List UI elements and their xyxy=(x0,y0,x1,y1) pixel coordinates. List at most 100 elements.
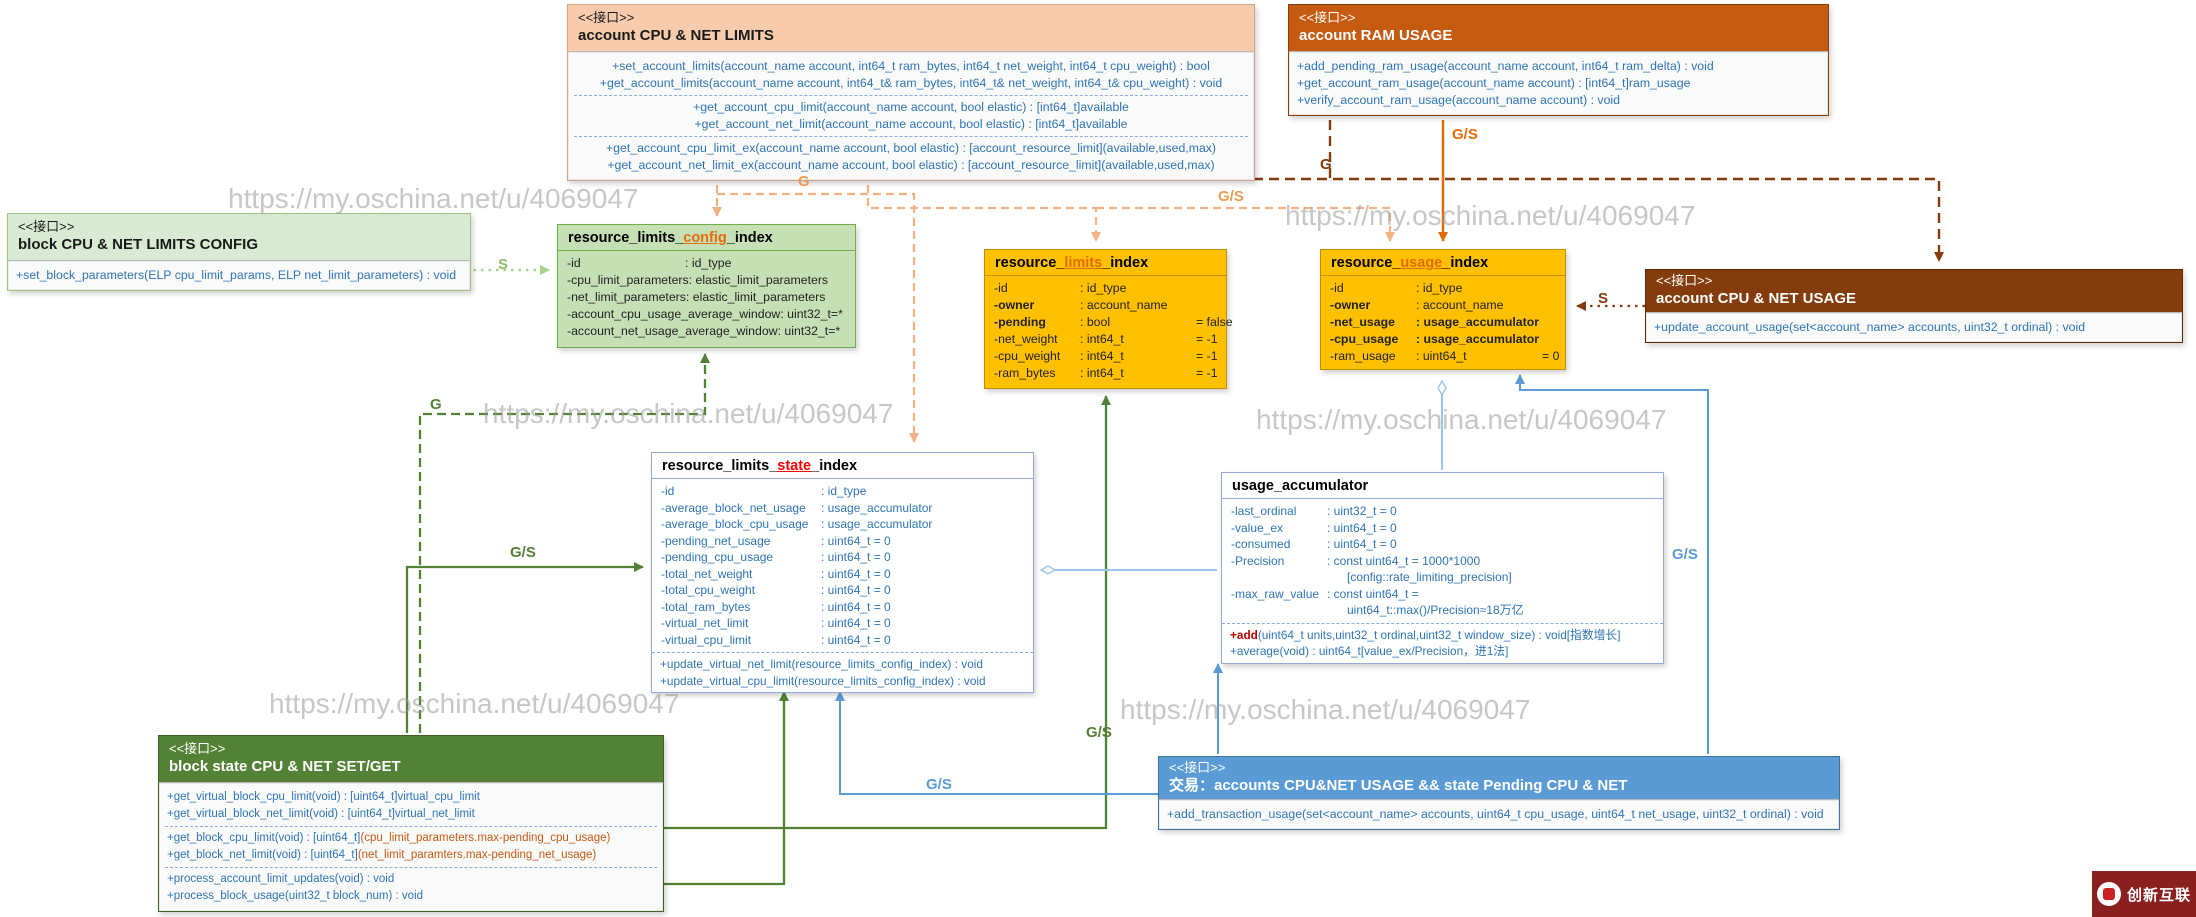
class-title: resource_limits_state_index xyxy=(652,453,1033,479)
field: -average_block_cpu_usage: usage_accumula… xyxy=(661,517,933,531)
connector-to-acct-usage-if xyxy=(917,177,1944,262)
method: +verify_account_ram_usage(account_name a… xyxy=(1297,93,1620,107)
method: +get_block_cpu_limit(void) : [uint64_t](… xyxy=(167,832,611,844)
field: -total_net_weight: uint64_t = 0 xyxy=(661,566,891,581)
connector-label-gs: G/S xyxy=(1218,188,1244,205)
method: +get_account_cpu_limit_ex(account_name a… xyxy=(605,141,1217,155)
class-resource-limits-config-index: resource_limits_config_index -id: id_typ… xyxy=(557,224,856,348)
method-group: +process_account_limit_updates(void) : v… xyxy=(165,867,657,908)
method: +set_block_parameters(ELP cpu_limit_para… xyxy=(16,268,457,282)
method: +get_virtual_block_net_limit(void) : [ui… xyxy=(167,808,475,820)
connector-limits-if-to-state-index xyxy=(717,192,919,443)
method-list: +add(uint64_t units,uint32_t ordinal,uin… xyxy=(1222,622,1663,663)
field: -last_ordinal: uint32_t = 0 xyxy=(1231,504,1397,518)
stereotype-label: <<接口>> xyxy=(578,10,635,25)
interface-title: account RAM USAGE xyxy=(1299,27,1453,44)
field: -account_cpu_usage_average_window: uint3… xyxy=(567,307,843,321)
field: -Precision: const uint64_t = 1000*1000 xyxy=(1231,553,1481,568)
connector-label-g: G xyxy=(798,173,810,190)
field: -id: id_type xyxy=(1330,281,1463,295)
method: +get_account_net_limit(account_name acco… xyxy=(694,117,1128,131)
connector-label-gs: G/S xyxy=(1452,126,1478,143)
stereotype-label: <<接口>> xyxy=(1656,273,1713,288)
connector-label-gs: G/S xyxy=(1672,546,1698,563)
method: +set_account_limits(account_name account… xyxy=(612,59,1210,73)
method: +get_account_cpu_limit(account_name acco… xyxy=(693,100,1129,114)
method: +get_account_ram_usage(account_name acco… xyxy=(1297,76,1691,90)
field: -consumed: uint64_t = 0 xyxy=(1231,537,1397,551)
method-list: +update_virtual_net_limit(resource_limit… xyxy=(652,652,1033,692)
method: +update_virtual_net_limit(resource_limit… xyxy=(660,657,983,671)
method: +update_account_usage(set<account_name> … xyxy=(1654,320,2086,334)
class-title: resource_limits_index xyxy=(985,250,1226,276)
field: -net_weight: int64_t= -1 xyxy=(994,332,1218,346)
connector-block-state-to-state-index-bottom xyxy=(662,691,789,886)
connector-block-state-to-state-index-left xyxy=(405,562,644,733)
method-group: +set_block_parameters(ELP cpu_limit_para… xyxy=(14,264,464,287)
field: -id: id_type xyxy=(661,484,867,498)
method: +add_transaction_usage(set<account_name>… xyxy=(1167,807,1824,821)
interface-header: <<接口>> account CPU & NET USAGE xyxy=(1646,270,2182,312)
method: +get_account_limits(account_name account… xyxy=(599,76,1223,90)
method-list: +add_pending_ram_usage(account_name acco… xyxy=(1289,51,1828,115)
method-group: +add_transaction_usage(set<account_name>… xyxy=(1165,803,1833,826)
stereotype-label: <<接口>> xyxy=(169,741,226,756)
field: [config::rate_limiting_precision] xyxy=(1327,570,1512,584)
class-title: resource_usage_index xyxy=(1321,250,1565,276)
method-group: +set_account_limits(account_name account… xyxy=(574,55,1248,95)
field: -cpu_limit_parameters: elastic_limit_par… xyxy=(567,273,829,287)
interface-title: account CPU & NET USAGE xyxy=(1656,290,1857,307)
method-group: +get_block_cpu_limit(void) : [uint64_t](… xyxy=(165,826,657,867)
field: -owner: account_name xyxy=(1330,298,1504,312)
class-title-suf: _index xyxy=(811,458,858,474)
class-title-highlight: state xyxy=(777,458,812,474)
method: +get_account_net_limit_ex(account_name a… xyxy=(607,158,1215,172)
class-title: usage_accumulator xyxy=(1222,473,1663,499)
interface-title: 交易：accounts CPU&NET USAGE && state Pendi… xyxy=(1169,777,1628,794)
connector-label-s: S xyxy=(1598,290,1609,307)
interface-account-cpu-net-limits: <<接口>> account CPU & NET LIMITS +set_acc… xyxy=(567,4,1255,181)
method-group: +add_pending_ram_usage(account_name acco… xyxy=(1295,55,1822,112)
field-list: -id: id_type -average_block_net_usage: u… xyxy=(652,479,1033,652)
field: -max_raw_value: const uint64_t = xyxy=(1231,586,1419,601)
vendor-logo-icon xyxy=(2096,882,2121,906)
stereotype-label: <<接口>> xyxy=(1299,10,1356,25)
connector-block-state-to-limits-index xyxy=(662,395,1111,830)
field-list: -id: id_type -owner: account_name -net_u… xyxy=(1321,276,1565,369)
class-title-pre: resource_limits_ xyxy=(662,458,778,474)
field: -average_block_net_usage: usage_accumula… xyxy=(661,500,933,515)
stereotype-label: <<接口>> xyxy=(18,219,75,234)
field: -pending_cpu_usage: uint64_t = 0 xyxy=(661,550,891,564)
class-resource-usage-index: resource_usage_index -id: id_type -owner… xyxy=(1320,249,1566,370)
field: -virtual_cpu_limit: uint64_t = 0 xyxy=(661,632,891,647)
field: -owner: account_name xyxy=(994,298,1168,312)
class-resource-limits-state-index: resource_limits_state_index -id: id_type… xyxy=(651,452,1034,693)
vendor-logo-text: 创新互联 xyxy=(2126,886,2191,904)
field: -cpu_weight: int64_t= -1 xyxy=(994,349,1218,363)
interface-title: account CPU & NET LIMITS xyxy=(578,27,774,44)
method: +process_account_limit_updates(void) : v… xyxy=(167,873,395,885)
stereotype-label: <<接口>> xyxy=(1169,760,1226,775)
interface-account-cpu-net-usage: <<接口>> account CPU & NET USAGE +update_a… xyxy=(1645,269,2183,343)
interface-account-ram-usage: <<接口>> account RAM USAGE +add_pending_ra… xyxy=(1288,4,1829,116)
interface-transaction-usage: <<接口>> 交易：accounts CPU&NET USAGE && stat… xyxy=(1158,756,1840,830)
interface-header: <<接口>> account RAM USAGE xyxy=(1289,5,1828,51)
class-title-suf: _index xyxy=(1102,255,1149,271)
method: +get_block_net_limit(void) : [uint64_t](… xyxy=(167,849,597,861)
field: uint64_t::max()/Precision≈18万亿 xyxy=(1327,603,1524,617)
connector-label-gs: G/S xyxy=(926,776,952,793)
field: -id: id_type xyxy=(567,256,732,270)
connector-label-gs: G/S xyxy=(1086,724,1112,741)
method-list: +update_account_usage(set<account_name> … xyxy=(1646,312,2182,342)
class-title-pre: resource_ xyxy=(1331,255,1401,271)
method: +process_block_usage(uint32_t block_num)… xyxy=(167,890,424,902)
method-list: +set_account_limits(account_name account… xyxy=(568,51,1254,180)
method-group: +update_account_usage(set<account_name> … xyxy=(1652,316,2176,339)
vendor-logo: 创新互联 xyxy=(2092,871,2196,917)
method: +get_virtual_block_cpu_limit(void) : [ui… xyxy=(167,791,480,803)
interface-block-cpu-net-limits-config: <<接口>> block CPU & NET LIMITS CONFIG +se… xyxy=(7,213,471,291)
connector-label-gs: G/S xyxy=(510,544,536,561)
field-list: -id: id_type -owner: account_name -pendi… xyxy=(985,276,1233,386)
